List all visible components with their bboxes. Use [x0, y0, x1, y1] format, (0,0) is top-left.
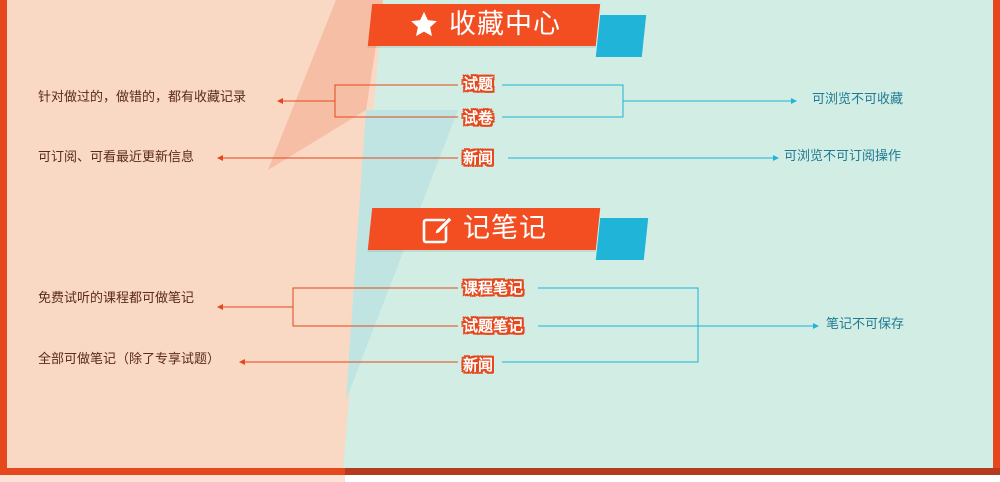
notes-left-connectors [217, 287, 458, 365]
notes-banner-blue-tab [595, 218, 649, 260]
bottom-strip [0, 475, 1000, 482]
favorites-banner: 收藏中心 [367, 4, 650, 57]
notes-tag-news[interactable]: 新闻 [463, 356, 494, 374]
notes-left-note-2: 全部可做笔记（除了专享试题） [38, 352, 221, 367]
notes-title: 记笔记 [463, 213, 547, 244]
favorites-banner-content: 收藏中心 [370, 4, 598, 46]
salmon-wedge [268, 0, 383, 170]
notes-banner-content: 记笔记 [370, 208, 598, 250]
notes-right-note-1: 笔记不可保存 [826, 317, 905, 332]
frame-left [0, 0, 7, 470]
notes-left-note-1: 免费试听的课程都可做笔记 [38, 291, 195, 306]
notes-tag-course-notes[interactable]: 课程笔记 [463, 279, 524, 297]
frame-bottom [0, 468, 1000, 475]
notes-right-connectors [502, 287, 819, 363]
favorites-right-note-1: 可浏览不可收藏 [812, 92, 904, 107]
favorites-tag-news[interactable]: 新闻 [463, 149, 494, 167]
favorites-tag-questions[interactable]: 试题 [463, 75, 494, 93]
pencil-edit-icon [421, 212, 455, 246]
teal-wedge [346, 110, 458, 400]
favorites-title: 收藏中心 [449, 9, 561, 40]
frame-right [993, 0, 1000, 470]
star-icon [407, 8, 441, 42]
favorites-left-note-1: 针对做过的，做错的，都有收藏记录 [38, 90, 247, 105]
notes-banner: 记笔记 [367, 208, 652, 260]
favorites-right-connectors [502, 84, 797, 161]
favorites-tag-papers[interactable]: 试卷 [463, 109, 494, 127]
favorites-left-connectors [217, 84, 458, 161]
favorites-banner-blue-tab [595, 15, 647, 57]
favorites-left-note-2: 可订阅、可看最近更新信息 [38, 150, 195, 165]
notes-tag-question-notes[interactable]: 试题笔记 [463, 317, 524, 335]
favorites-right-note-2: 可浏览不可订阅操作 [784, 149, 902, 164]
